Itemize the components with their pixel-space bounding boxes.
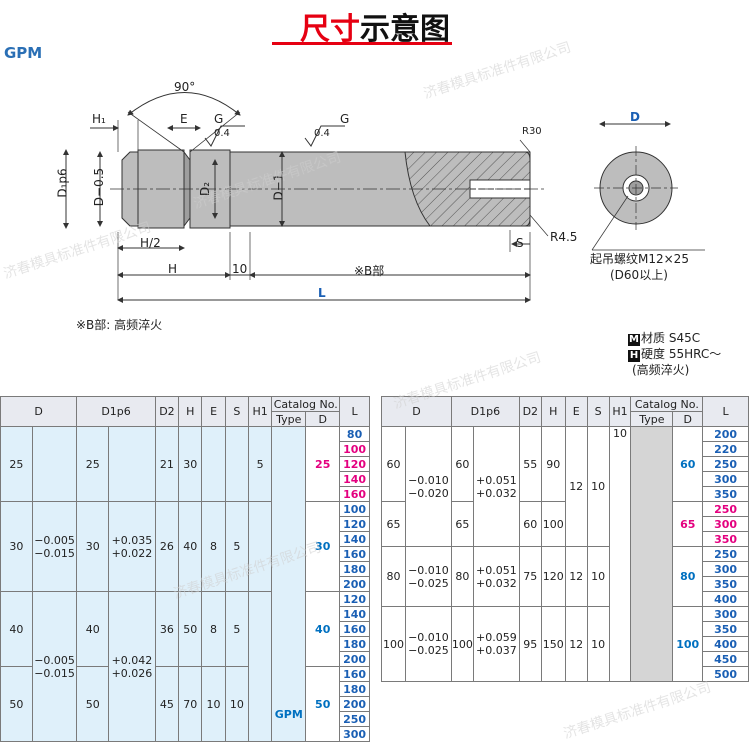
h-label: H bbox=[168, 262, 178, 276]
end-view bbox=[591, 121, 705, 251]
title-red-part: 尺寸 bbox=[300, 12, 360, 47]
col-cat-d: D bbox=[305, 411, 341, 427]
table-row: 50 50 45 70 10 10 50 160 bbox=[0, 666, 370, 742]
table-row: 100 −0.010−0.025 100 +0.059+0.037 95 150… bbox=[381, 606, 749, 682]
table-row: 40 −0.005−0.015 40 +0.042+0.026 36 50 8 … bbox=[0, 591, 370, 742]
material-value: S45C bbox=[668, 331, 701, 345]
h1-label: H₁ bbox=[92, 112, 106, 126]
col-e: E bbox=[201, 396, 226, 427]
page-title: 尺寸示意图 bbox=[0, 4, 750, 48]
table-row: 25 25 21 30 5 GPM 25 80 bbox=[0, 426, 370, 742]
table-row: 65 65 60 100 65 250 bbox=[381, 501, 749, 547]
table-row: 60 −0.010−0.020 60 +0.051+0.032 55 90 12… bbox=[381, 426, 749, 682]
d-minus-1-label: D−1 bbox=[271, 173, 286, 201]
table-row: 80 −0.010−0.025 80 +0.051+0.032 75 120 1… bbox=[381, 546, 749, 607]
spec-table-left: D D1p6 D2 H E S H1 Catalog No. L Type D … bbox=[0, 396, 370, 742]
col-d1p6: D1p6 bbox=[76, 396, 156, 427]
product-code: GPM bbox=[4, 44, 43, 62]
table-row: 30 −0.005−0.015 30 +0.035+0.022 26 40 8 … bbox=[0, 501, 370, 592]
col-d2: D2 bbox=[154, 396, 180, 427]
roughness-label-2: 0.4 bbox=[314, 128, 330, 139]
spec-table-right: D D1p6 D2 H E S H1 Catalog No. L Type D … bbox=[381, 396, 749, 682]
material-label: 材质 bbox=[641, 331, 666, 345]
technical-drawing bbox=[63, 92, 705, 303]
hardness-badge: H bbox=[628, 350, 640, 362]
col-l: L bbox=[339, 396, 370, 427]
hardness-value: 55HRC～ bbox=[668, 347, 722, 361]
g-label-1: G bbox=[214, 112, 224, 126]
hardness-note: (高频淬火) bbox=[632, 363, 690, 377]
thread-label-2: (D60以上) bbox=[610, 268, 668, 282]
type-gpm: GPM bbox=[274, 708, 303, 721]
col-h1: H1 bbox=[248, 396, 273, 427]
r30-label: R30 bbox=[522, 126, 542, 137]
title-black-part: 示意图 bbox=[360, 12, 450, 47]
r45-label: R4.5 bbox=[550, 230, 578, 244]
d1p6-label: D₁p6 bbox=[55, 168, 70, 198]
col-catalog: Catalog No. bbox=[271, 396, 341, 412]
h-half-label: H/2 bbox=[140, 236, 161, 250]
roughness-label-1: 0.4 bbox=[214, 128, 230, 139]
watermark: 济春模具标准件有限公司 bbox=[561, 679, 714, 743]
b-part-note: ※B部: 高频淬火 bbox=[76, 318, 163, 332]
col-h: H bbox=[178, 396, 203, 427]
d-minus-05-label: D−0.5 bbox=[92, 167, 107, 207]
ten-label: 10 bbox=[232, 262, 248, 276]
d2-label: D₂ bbox=[198, 181, 213, 197]
col-s: S bbox=[224, 396, 250, 427]
g-label-2: G bbox=[340, 112, 350, 126]
table-header-row: D D1p6 D2 H E S H1 Catalog No. L bbox=[0, 396, 370, 427]
l-label: L bbox=[318, 286, 326, 300]
b-part-label: ※B部 bbox=[354, 264, 385, 278]
col-type: Type bbox=[271, 411, 307, 427]
e-label: E bbox=[180, 112, 188, 126]
s-label: S bbox=[516, 236, 524, 250]
table-header-row: D D1p6 D2 H E S H1 Catalog No. L bbox=[381, 396, 749, 427]
thread-label-1: 起吊螺纹M12×25 bbox=[590, 252, 689, 266]
material-badge: M bbox=[628, 334, 640, 346]
angle-label: 90° bbox=[174, 80, 196, 94]
title-underline bbox=[272, 42, 452, 45]
hardness-label: 硬度 bbox=[641, 347, 666, 361]
col-d: D bbox=[0, 396, 78, 427]
d-top-label: D bbox=[630, 110, 640, 124]
